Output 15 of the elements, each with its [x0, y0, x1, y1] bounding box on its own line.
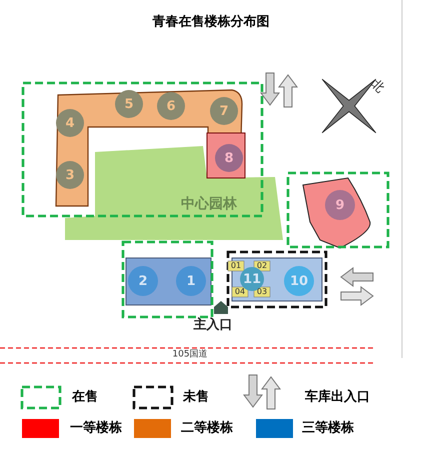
- entrance-label: 主入口: [194, 318, 232, 332]
- unit-label: 01: [230, 262, 242, 270]
- compass-label: 北: [370, 78, 386, 94]
- unit-label: 03: [256, 288, 268, 296]
- legend-label: 一等楼栋: [70, 422, 122, 434]
- road-label: 105国道: [172, 350, 208, 360]
- legend-label: 未售: [183, 390, 209, 404]
- unit-label: 04: [234, 288, 246, 296]
- legend-label: 二等楼栋: [181, 422, 233, 434]
- legend-label: 在售: [72, 390, 98, 404]
- unit-label: 02: [256, 262, 268, 270]
- title: 青春在售楼栋分布图: [152, 16, 270, 28]
- park-label: 中心园林: [181, 197, 237, 211]
- legend-label: 三等楼栋: [302, 422, 354, 434]
- legend-label: 车库出入口: [305, 390, 370, 404]
